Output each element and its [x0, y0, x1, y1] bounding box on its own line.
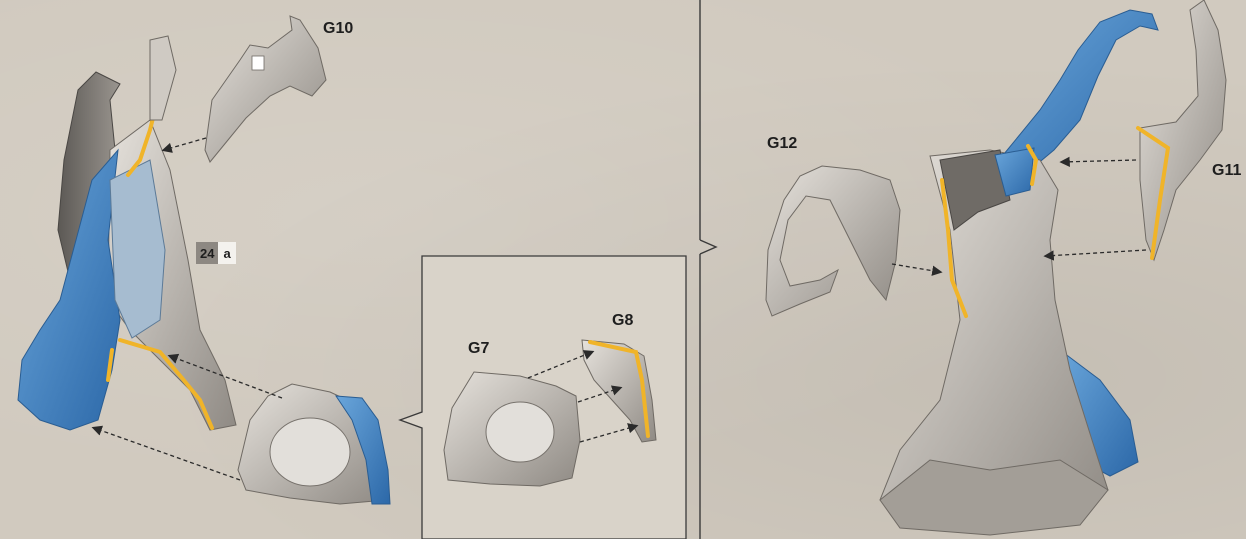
step-badge: 24 a	[196, 242, 236, 264]
step-number: 24	[196, 242, 218, 264]
label-g8: G8	[612, 312, 633, 330]
left-tower-part	[18, 36, 236, 430]
assembly-arrow	[892, 264, 940, 272]
base-rock-part	[238, 384, 390, 504]
label-g7: G7	[468, 340, 489, 358]
label-g10: G10	[323, 20, 353, 38]
g7-part	[444, 372, 580, 486]
assembly-arrow	[1046, 250, 1146, 256]
step-sub: a	[218, 242, 235, 264]
assembly-arrow	[1062, 160, 1136, 162]
assembly-arrow	[164, 138, 206, 150]
g12-part	[766, 166, 900, 316]
g11-part	[1138, 0, 1226, 260]
assembly-arrow	[94, 428, 240, 480]
panel-divider-notch	[700, 240, 716, 254]
g10-part	[205, 16, 326, 162]
assembled-tree	[880, 10, 1158, 535]
label-g12: G12	[767, 135, 797, 153]
label-g11: G11	[1212, 162, 1241, 180]
